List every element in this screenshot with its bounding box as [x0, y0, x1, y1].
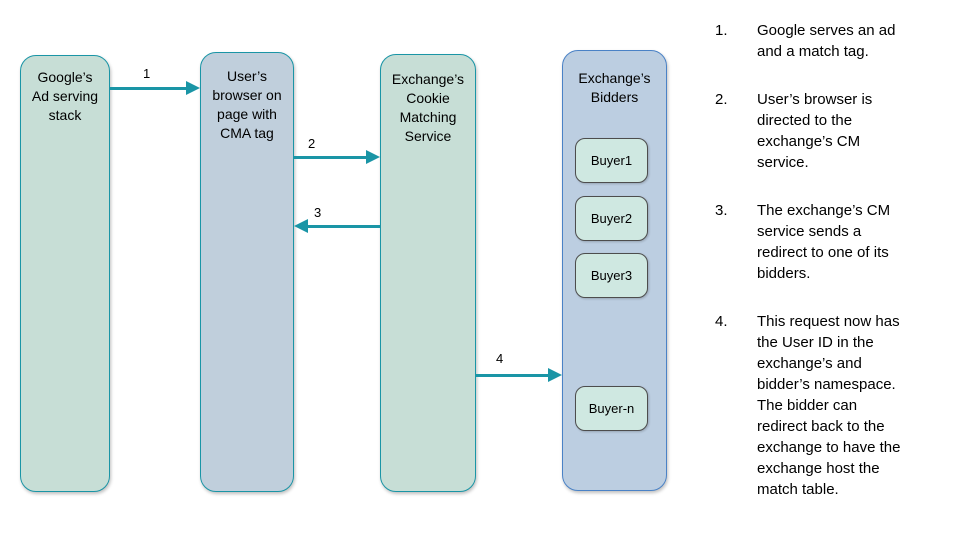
arrow-number-1: 1 — [143, 66, 151, 81]
node-label: Exchange’s Bidders — [578, 70, 651, 105]
arrow-step-2 — [294, 150, 380, 164]
arrow-number-2: 2 — [308, 136, 316, 151]
node-label: Google’s Ad serving stack — [31, 69, 99, 123]
node-label: Exchange’s Cookie Matching Service — [391, 71, 465, 144]
step-number: 1. — [715, 22, 728, 39]
buyer-box-2: Buyer2 — [575, 196, 648, 241]
buyer-label: Buyer3 — [590, 268, 633, 283]
buyer-label: Buyer-n — [588, 401, 635, 416]
arrow-head-icon — [548, 368, 562, 382]
step-number: 2. — [715, 91, 728, 108]
node-google-ad-serving-stack: Google’s Ad serving stack — [20, 55, 110, 492]
step-text: Google serves an ad and a match tag. — [757, 22, 896, 60]
steps-list: 1. Google serves an ad and a match tag. … — [715, 20, 960, 527]
list-item: 4. This request now has the User ID in t… — [715, 311, 960, 500]
arrow-shaft — [306, 224, 380, 228]
list-item: 3. The exchange’s CM service sends a red… — [715, 200, 960, 284]
node-exchange-bidders: Exchange’s Bidders Buyer1 Buyer2 Buyer3 … — [562, 50, 667, 491]
arrow-shaft — [294, 155, 368, 159]
arrow-number-3: 3 — [314, 205, 322, 220]
arrow-head-icon — [186, 81, 200, 95]
arrow-shaft — [476, 373, 550, 377]
buyer-box-3: Buyer3 — [575, 253, 648, 298]
arrow-step-3 — [294, 219, 380, 233]
buyer-box-1: Buyer1 — [575, 138, 648, 183]
node-users-browser: User’s browser on page with CMA tag — [200, 52, 294, 492]
arrow-head-icon — [294, 219, 308, 233]
step-number: 3. — [715, 202, 728, 219]
arrow-head-icon — [366, 150, 380, 164]
node-label: User’s browser on page with CMA tag — [212, 68, 282, 141]
node-exchange-cookie-matching-service: Exchange’s Cookie Matching Service — [380, 54, 476, 492]
list-item: 2. User’s browser is directed to the exc… — [715, 89, 960, 173]
arrow-shaft — [110, 86, 188, 90]
step-number: 4. — [715, 313, 728, 330]
buyer-label: Buyer1 — [590, 153, 633, 168]
list-item: 1. Google serves an ad and a match tag. — [715, 20, 960, 62]
arrow-step-1 — [110, 81, 200, 95]
arrow-number-4: 4 — [496, 351, 504, 366]
step-text: User’s browser is directed to the exchan… — [757, 91, 873, 171]
step-text: This request now has the User ID in the … — [757, 313, 901, 498]
buyer-label: Buyer2 — [590, 211, 633, 226]
buyer-box-n: Buyer-n — [575, 386, 648, 431]
step-text: The exchange’s CM service sends a redire… — [757, 202, 891, 282]
arrow-step-4 — [476, 368, 562, 382]
